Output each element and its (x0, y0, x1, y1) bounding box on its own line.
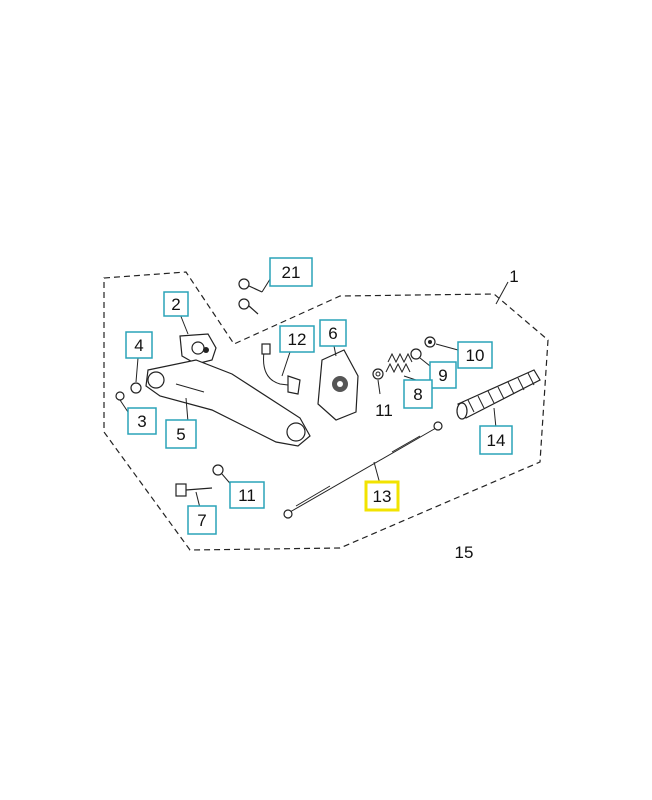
svg-text:9: 9 (438, 366, 447, 385)
svg-text:11: 11 (238, 486, 256, 505)
svg-text:15: 15 (455, 543, 474, 562)
callout-1[interactable]: 1 (509, 267, 518, 286)
callout-6[interactable]: 6 (319, 319, 347, 347)
part-10-nut (424, 336, 459, 351)
callout-10[interactable]: 10 (457, 341, 493, 369)
part-13-cable (283, 421, 443, 519)
part-3-nut (115, 391, 129, 413)
part-2-bracket (179, 313, 217, 365)
part-8-spring (385, 352, 417, 381)
svg-text:2: 2 (171, 295, 180, 314)
svg-text:21: 21 (282, 263, 301, 282)
callout-3[interactable]: 3 (127, 407, 157, 435)
svg-text:14: 14 (487, 431, 506, 450)
assembly-outline (103, 271, 549, 551)
part-12-wire (261, 343, 301, 395)
part-14-boot (456, 369, 541, 429)
part-9-washer (410, 348, 431, 367)
part-7-bolt (175, 483, 213, 509)
part-4-washer (130, 357, 142, 394)
part-21-bolts (238, 275, 273, 315)
callout-9[interactable]: 9 (429, 361, 457, 389)
callout-11-upper[interactable]: 11 (375, 401, 393, 420)
callout-12[interactable]: 12 (279, 325, 315, 353)
svg-text:1: 1 (509, 267, 518, 286)
svg-text:8: 8 (413, 385, 422, 404)
svg-text:5: 5 (176, 425, 185, 444)
svg-text:6: 6 (328, 324, 337, 343)
leader-1 (495, 281, 509, 305)
part-11-washer-upper (372, 368, 384, 395)
svg-text:10: 10 (466, 346, 485, 365)
callout-2[interactable]: 2 (163, 291, 189, 317)
part-6-plate (317, 345, 359, 421)
svg-text:12: 12 (288, 330, 307, 349)
callout-8[interactable]: 8 (403, 379, 433, 409)
callout-11-lower[interactable]: 11 (229, 481, 265, 509)
callout-7[interactable]: 7 (187, 505, 217, 535)
callout-4[interactable]: 4 (125, 331, 153, 359)
callout-21[interactable]: 21 (269, 257, 313, 287)
svg-text:7: 7 (197, 511, 206, 530)
callout-15[interactable]: 15 (455, 543, 474, 562)
svg-text:4: 4 (134, 336, 143, 355)
callout-13[interactable]: 13 (364, 480, 400, 512)
callout-5[interactable]: 5 (165, 419, 197, 449)
part-5-arm (145, 359, 311, 447)
svg-text:11: 11 (375, 401, 393, 420)
svg-text:13: 13 (373, 487, 392, 506)
callout-14[interactable]: 14 (479, 425, 513, 455)
svg-text:3: 3 (137, 412, 146, 431)
